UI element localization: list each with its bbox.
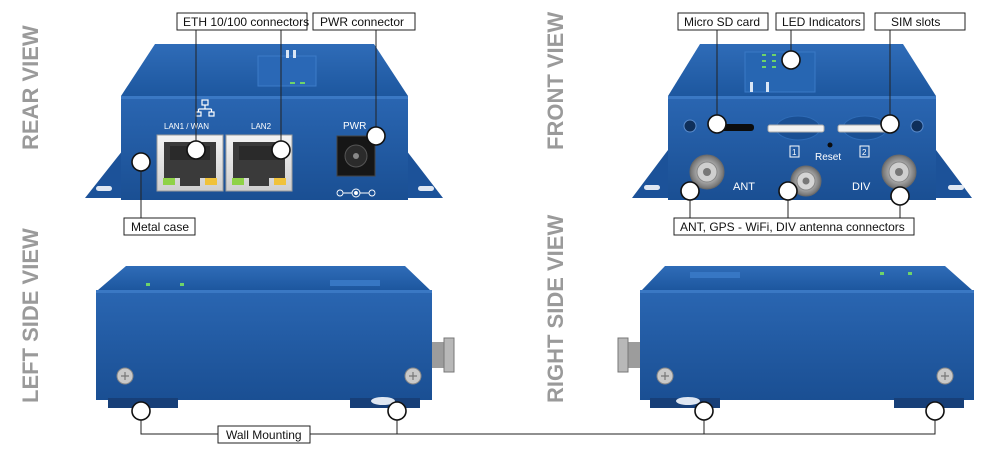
sim2-label: 2 bbox=[862, 148, 867, 157]
rear-view-title: REAR VIEW bbox=[18, 25, 43, 150]
right-mounting-flange bbox=[936, 150, 972, 198]
led-marker bbox=[781, 50, 801, 70]
side-antenna-connector bbox=[432, 337, 455, 373]
right-mounting-flange bbox=[406, 150, 443, 198]
pwr-label: PWR bbox=[343, 121, 366, 132]
metal-callout-text: Metal case bbox=[131, 220, 189, 234]
callout-wall-mounting: Wall Mounting bbox=[217, 425, 311, 444]
callout-microsd: Micro SD card bbox=[677, 12, 769, 31]
lan1-label: LAN1 / WAN bbox=[164, 122, 209, 131]
antennas-callout-text: ANT, GPS - WiFi, DIV antenna connectors bbox=[680, 220, 905, 234]
ant-label: ANT bbox=[733, 181, 755, 193]
gps-wifi-connector bbox=[790, 165, 822, 197]
gps-wifi-marker bbox=[778, 181, 798, 201]
div-label: DIV bbox=[852, 181, 871, 193]
front-view-title: FRONT VIEW bbox=[543, 12, 568, 150]
callout-metal-case: Metal case bbox=[123, 217, 196, 236]
sim-slot-1 bbox=[767, 124, 825, 133]
wall-callout-text: Wall Mounting bbox=[226, 428, 302, 442]
ant-marker bbox=[680, 181, 700, 201]
left-side-view-device bbox=[96, 266, 455, 408]
wall-mount-marker-3 bbox=[694, 401, 714, 421]
right-side-view-title: RIGHT SIDE VIEW bbox=[543, 215, 568, 403]
microsd-callout-text: Micro SD card bbox=[684, 15, 760, 29]
screw-hole bbox=[910, 119, 924, 133]
polarity-symbol bbox=[336, 188, 376, 198]
callout-antennas: ANT, GPS - WiFi, DIV antenna connectors bbox=[673, 217, 915, 236]
eth-callout-text: ETH 10/100 connectors bbox=[183, 15, 309, 29]
sim-callout-text: SIM slots bbox=[891, 15, 940, 29]
label-area bbox=[257, 55, 317, 87]
label-area bbox=[744, 51, 816, 93]
callout-eth: ETH 10/100 connectors bbox=[176, 12, 309, 31]
div-connector bbox=[881, 154, 917, 190]
led-callout-text: LED Indicators bbox=[782, 15, 861, 29]
microsd-marker bbox=[707, 114, 727, 134]
metal-case-marker bbox=[131, 152, 151, 172]
rear-view-device: LAN1 / WAN LAN2 PWR bbox=[85, 44, 443, 200]
left-mounting-flange bbox=[632, 150, 668, 198]
ant-connector bbox=[689, 154, 725, 190]
reset-button bbox=[827, 142, 833, 148]
eth-lan1-marker bbox=[186, 140, 206, 160]
left-side-view-title: LEFT SIDE VIEW bbox=[18, 228, 43, 403]
flange-slot bbox=[96, 186, 112, 191]
eth-lan2-marker bbox=[271, 140, 291, 160]
wall-mount-marker-4 bbox=[925, 401, 945, 421]
power-jack bbox=[336, 135, 376, 177]
pwr-marker bbox=[366, 126, 386, 146]
pwr-callout-text: PWR connector bbox=[320, 15, 404, 29]
div-marker bbox=[890, 186, 910, 206]
wall-mount-marker-2 bbox=[387, 401, 407, 421]
left-mounting-flange bbox=[85, 150, 123, 198]
callout-markers bbox=[131, 50, 945, 421]
front-view-device: 1 2 Reset ANT DIV bbox=[632, 44, 972, 200]
flange-slot bbox=[418, 186, 434, 191]
callout-pwr: PWR connector bbox=[312, 12, 416, 31]
screw-hole bbox=[683, 119, 697, 133]
wall-mount-marker-1 bbox=[131, 401, 151, 421]
callout-led: LED Indicators bbox=[775, 12, 865, 31]
sim-marker bbox=[880, 114, 900, 134]
right-side-view-device bbox=[617, 266, 974, 408]
sim1-label: 1 bbox=[792, 148, 797, 157]
callout-sim: SIM slots bbox=[874, 12, 966, 31]
lan2-label: LAN2 bbox=[251, 122, 272, 131]
side-antenna-connector bbox=[617, 337, 640, 373]
callout-lines bbox=[140, 29, 936, 435]
reset-label: Reset bbox=[815, 152, 841, 163]
